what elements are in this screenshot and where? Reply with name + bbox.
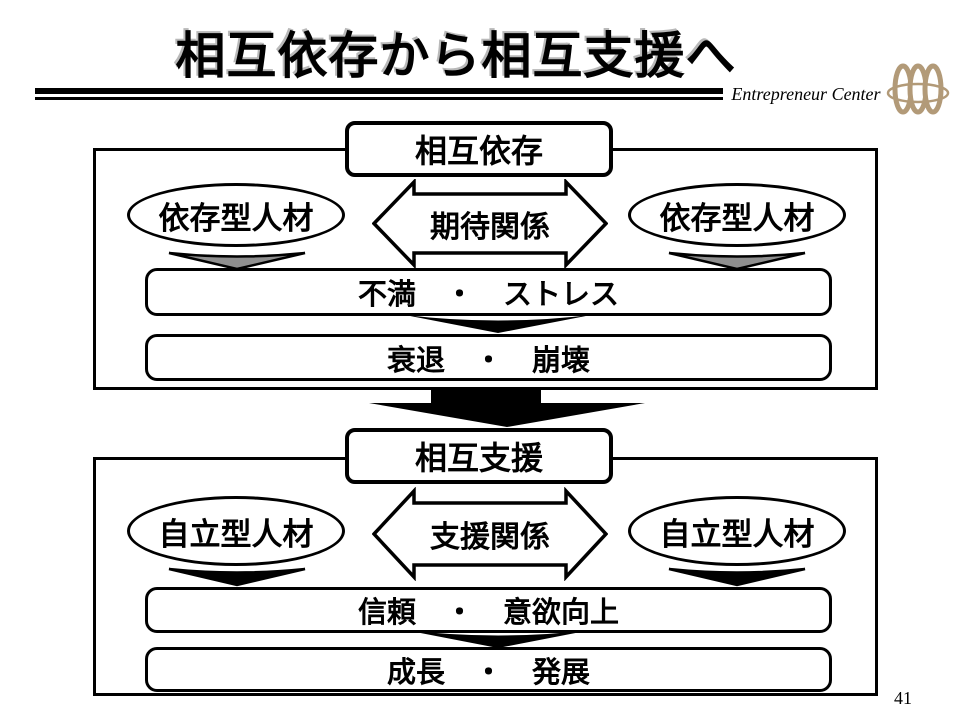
support-outcome2-box: 成長 ・ 発展 [145,647,832,692]
page-number: 41 [894,688,912,708]
dependence-left-drop-triangle-icon [168,251,306,271]
page-title: 相互依存から相互支援へ [175,28,737,84]
dependence-relation-arrow-icon [372,179,608,268]
dependence-right-ellipse: 依存型人材 [628,183,846,247]
support-right-person-label: 自立型人材 [659,516,815,552]
dependence-down-arrowhead-icon [405,315,591,333]
support-down-arrowhead-icon [405,630,591,648]
support-header-box: 相互支援 [345,428,613,484]
support-right-drop-triangle-icon [668,567,806,587]
dependence-outcome1-box: 不満 ・ ストレス [145,268,832,316]
title-rule-thick [35,88,723,94]
dependence-outcome2-label: 衰退 ・ 崩壊 [386,344,590,377]
dependence-left-person-label: 依存型人材 [158,200,314,236]
dependence-header-box: 相互依存 [345,121,613,177]
support-relation-label: 支援関係 [430,521,550,554]
support-header-label: 相互支援 [414,440,543,476]
support-outcome2-label: 成長 ・ 発展 [386,656,590,689]
dependence-right-drop-triangle-icon [668,251,806,271]
support-outcome1-box: 信頼 ・ 意欲向上 [145,587,832,633]
dependence-left-ellipse: 依存型人材 [127,183,345,247]
dependence-outcome1-label: 不満 ・ ストレス [357,279,619,311]
support-left-person-label: 自立型人材 [158,516,314,552]
transition-down-arrow-icon [369,388,645,427]
support-right-ellipse: 自立型人材 [628,496,846,566]
support-left-ellipse: 自立型人材 [127,496,345,566]
support-outcome1-label: 信頼 ・ 意欲向上 [357,597,619,629]
dependence-header-label: 相互依存 [414,133,543,169]
dependence-relation-label: 期待関係 [430,210,550,244]
support-left-drop-triangle-icon [168,567,306,587]
support-relation-arrow-icon [372,487,608,581]
brand-name: Entrepreneur Center [731,84,881,104]
dependence-outcome2-box: 衰退 ・ 崩壊 [145,334,832,381]
title-rule-thin [35,97,723,100]
dependence-right-person-label: 依存型人材 [659,200,815,236]
entrepreneur-logo-icon [886,63,950,115]
